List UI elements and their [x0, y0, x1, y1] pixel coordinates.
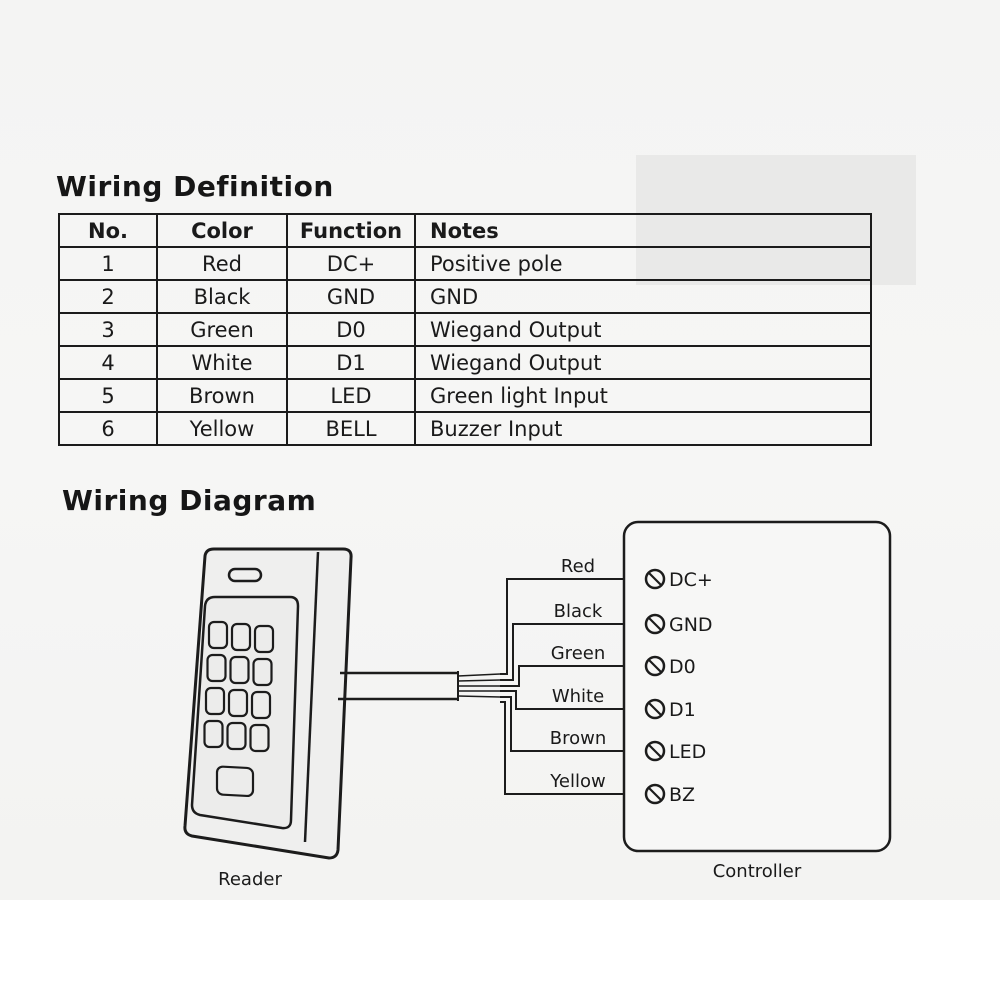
row-function: D1 [286, 345, 416, 380]
wire-line [500, 701, 638, 795]
row-notes: GND [414, 279, 872, 314]
row-color: Yellow [156, 411, 288, 446]
row-function: DC+ [286, 246, 416, 281]
keypad-key [230, 622, 252, 652]
keypad-key [229, 655, 250, 685]
header-notes: Notes [414, 213, 872, 248]
row-color: Black [156, 279, 288, 314]
wire-label: Black [554, 601, 603, 622]
row-function: LED [286, 378, 416, 413]
wire-line [500, 623, 638, 681]
reader-led-slot [227, 567, 263, 583]
terminal-label: D1 [669, 699, 696, 721]
row-function: D0 [286, 312, 416, 347]
row-no: 5 [58, 378, 158, 413]
terminal-label: DC+ [669, 569, 713, 591]
row-notes: Buzzer Input [414, 411, 872, 446]
row-color: Green [156, 312, 288, 347]
keypad-key [206, 653, 227, 683]
row-color: White [156, 345, 288, 380]
screw-terminal-icon [644, 655, 666, 677]
wiring-definition-table: No. Color Function Notes 1 Red DC+ Posit… [58, 213, 872, 446]
wire-line [500, 690, 638, 710]
row-notes: Green light Input [414, 378, 872, 413]
keypad-key [250, 690, 272, 720]
header-no: No. [58, 213, 158, 248]
row-no: 4 [58, 345, 158, 380]
wire-label: Yellow [549, 771, 605, 792]
wire-label: White [552, 686, 604, 707]
wire-label: Red [561, 556, 595, 577]
keypad-key [204, 686, 226, 716]
header-function: Function [286, 213, 416, 248]
keypad-key [249, 723, 270, 753]
header-color: Color [156, 213, 288, 248]
controller-box [622, 520, 892, 853]
wiring-diagram-title: Wiring Diagram [62, 484, 317, 517]
terminal-label: D0 [669, 656, 696, 678]
row-color: Red [156, 246, 288, 281]
wire-line [500, 696, 638, 752]
keypad-key [227, 688, 249, 718]
keypad-key [252, 657, 273, 687]
row-notes: Positive pole [414, 246, 872, 281]
keypad-key [203, 719, 224, 749]
table-row: 2 Black GND GND [58, 279, 872, 314]
table-row: 5 Brown LED Green light Input [58, 378, 872, 413]
row-color: Brown [156, 378, 288, 413]
wire-label: Brown [550, 728, 607, 749]
wire-line [500, 578, 638, 675]
terminal-label: GND [669, 614, 713, 636]
screw-terminal-icon [644, 698, 666, 720]
reader-device [183, 547, 353, 860]
wiring-definition-title: Wiring Definition [56, 170, 334, 203]
row-no: 3 [58, 312, 158, 347]
keypad-key [207, 620, 229, 650]
row-notes: Wiegand Output [414, 312, 872, 347]
reader-key-wide [215, 765, 255, 798]
row-no: 6 [58, 411, 158, 446]
page-bottom-margin [0, 900, 1000, 1000]
row-function: GND [286, 279, 416, 314]
table-header-row: No. Color Function Notes [58, 213, 872, 248]
keypad-key [226, 721, 247, 751]
screw-terminal-icon [644, 783, 666, 805]
reader-side-edge [303, 551, 320, 843]
table-row: 4 White D1 Wiegand Output [58, 345, 872, 380]
reader-caption: Reader [218, 869, 282, 890]
screw-terminal-icon [644, 568, 666, 590]
row-no: 2 [58, 279, 158, 314]
reader-cable [338, 671, 501, 701]
terminal-label: BZ [669, 784, 695, 806]
row-function: BELL [286, 411, 416, 446]
controller-caption: Controller [713, 861, 802, 882]
table-row: 1 Red DC+ Positive pole [58, 246, 872, 281]
row-no: 1 [58, 246, 158, 281]
keypad-key [253, 624, 275, 654]
screw-terminal-icon [644, 740, 666, 762]
reader-keypad [203, 620, 275, 753]
wire-label: Green [551, 643, 606, 664]
wire-line [500, 665, 638, 687]
terminal-label: LED [669, 741, 706, 763]
row-notes: Wiegand Output [414, 345, 872, 380]
table-row: 6 Yellow BELL Buzzer Input [58, 411, 872, 446]
screw-terminal-icon [644, 613, 666, 635]
table-row: 3 Green D0 Wiegand Output [58, 312, 872, 347]
